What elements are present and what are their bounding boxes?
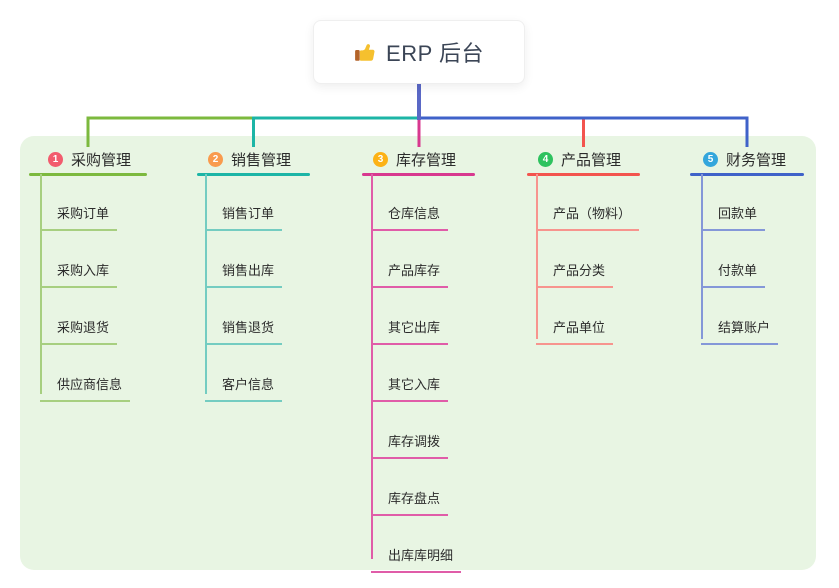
node-item[interactable]: 付款单 — [701, 231, 766, 288]
node-item-label: 产品库存 — [388, 263, 441, 278]
node-item-label: 付款单 — [718, 263, 758, 278]
branch-number-badge: 3 — [373, 151, 388, 167]
branch-2-header[interactable]: 2 销售管理 — [197, 146, 310, 172]
branch-number-badge: 2 — [208, 151, 223, 167]
branch-underline — [362, 173, 475, 176]
branch-1: 1 采购管理采购订单采购入库采购退货供应商信息 — [29, 146, 147, 402]
node-item[interactable]: 仓库信息 — [371, 174, 449, 231]
branch-underline — [690, 173, 804, 176]
branch-label: 财务管理 — [726, 151, 787, 169]
node-item-label: 产品分类 — [553, 263, 606, 278]
node-item[interactable]: 其它入库 — [371, 345, 449, 402]
branch-5-header[interactable]: 5 财务管理 — [690, 146, 804, 172]
branch-spine-line — [536, 174, 538, 339]
branch-4-header[interactable]: 4 产品管理 — [527, 146, 640, 172]
node-item[interactable]: 供应商信息 — [40, 345, 131, 402]
branch-label: 库存管理 — [396, 151, 457, 169]
branch-number-badge: 5 — [703, 151, 718, 167]
root-title: ERP 后台 — [386, 41, 484, 66]
node-item[interactable]: 回款单 — [701, 174, 766, 231]
node-item-label: 结算账户 — [718, 320, 771, 335]
node-item[interactable]: 产品单位 — [536, 288, 614, 345]
branch-spine-line — [701, 174, 703, 339]
node-item-label: 产品（物料） — [553, 206, 632, 221]
node-item[interactable]: 产品（物料） — [536, 174, 640, 231]
node-item-label: 供应商信息 — [57, 377, 123, 392]
node-item[interactable]: 客户信息 — [205, 345, 283, 402]
branch-items: 仓库信息产品库存其它出库其它入库库存调拨库存盘点出库库明细 — [371, 174, 462, 573]
node-item-label: 仓库信息 — [388, 206, 441, 221]
branch-spine-line — [371, 174, 373, 559]
node-item[interactable]: 结算账户 — [701, 288, 779, 345]
node-item[interactable]: 销售出库 — [205, 231, 283, 288]
node-item-label: 采购入库 — [57, 263, 110, 278]
node-item[interactable]: 产品库存 — [371, 231, 449, 288]
branch-underline — [527, 173, 640, 176]
branch-items: 产品（物料） 产品分类产品单位 — [536, 174, 640, 345]
node-item-label: 回款单 — [718, 206, 758, 221]
branch-number-badge: 4 — [538, 151, 553, 167]
node-item[interactable]: 采购订单 — [40, 174, 118, 231]
node-item-label: 销售退货 — [222, 320, 275, 335]
branch-items: 采购订单采购入库采购退货供应商信息 — [40, 174, 131, 402]
branch-underline — [29, 173, 147, 176]
node-item[interactable]: 销售订单 — [205, 174, 283, 231]
node-item-label: 出库库明细 — [388, 548, 454, 563]
canvas-panel — [20, 136, 816, 570]
branch-items: 销售订单销售出库销售退货客户信息 — [205, 174, 283, 402]
node-item-label: 采购退货 — [57, 320, 110, 335]
node-item-label: 库存盘点 — [388, 491, 441, 506]
node-item-label: 产品单位 — [553, 320, 606, 335]
node-item-label: 销售订单 — [222, 206, 275, 221]
root-node[interactable]: ERP 后台 — [313, 20, 525, 84]
branch-underline — [197, 173, 310, 176]
branch-2: 2 销售管理销售订单销售出库销售退货客户信息 — [197, 146, 310, 402]
branch-5: 5 财务管理回款单付款单结算账户 — [690, 146, 804, 345]
branch-label: 采购管理 — [71, 151, 132, 169]
node-item[interactable]: 采购入库 — [40, 231, 118, 288]
branch-number-badge: 1 — [48, 151, 63, 167]
node-item-label: 其它入库 — [388, 377, 441, 392]
branch-spine-line — [40, 174, 42, 394]
node-item[interactable]: 库存调拨 — [371, 402, 449, 459]
node-item[interactable]: 其它出库 — [371, 288, 449, 345]
thumbs-up-icon — [355, 44, 375, 61]
branch-label: 产品管理 — [561, 151, 622, 169]
node-item-label: 其它出库 — [388, 320, 441, 335]
node-item[interactable]: 库存盘点 — [371, 459, 449, 516]
branch-1-header[interactable]: 1 采购管理 — [29, 146, 147, 172]
node-item-label: 客户信息 — [222, 377, 275, 392]
branch-label: 销售管理 — [231, 151, 292, 169]
branch-4: 4 产品管理产品（物料） 产品分类产品单位 — [527, 146, 640, 345]
branch-3-header[interactable]: 3 库存管理 — [362, 146, 475, 172]
branch-spine-line — [205, 174, 207, 394]
branch-items: 回款单付款单结算账户 — [701, 174, 779, 345]
node-item[interactable]: 出库库明细 — [371, 516, 462, 573]
node-item-label: 库存调拨 — [388, 434, 441, 449]
branch-3: 3 库存管理仓库信息产品库存其它出库其它入库库存调拨库存盘点出库库明细 — [362, 146, 475, 573]
node-item-label: 销售出库 — [222, 263, 275, 278]
node-item[interactable]: 产品分类 — [536, 231, 614, 288]
node-item[interactable]: 销售退货 — [205, 288, 283, 345]
node-item-label: 采购订单 — [57, 206, 110, 221]
node-item[interactable]: 采购退货 — [40, 288, 118, 345]
